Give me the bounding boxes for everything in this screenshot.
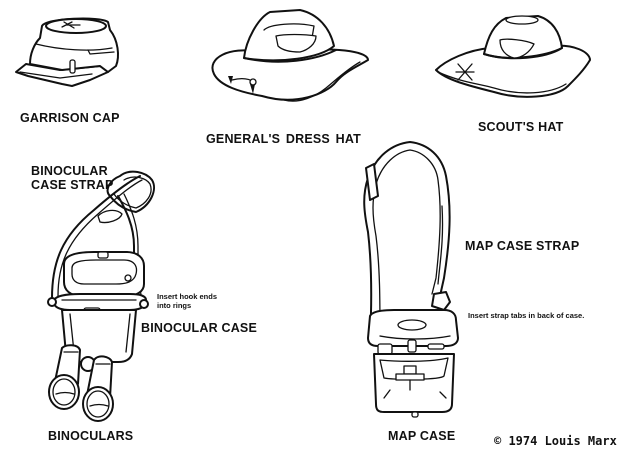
- note-binocular-hook-line2: into rings: [157, 301, 192, 310]
- label-generals-dress-hat: GENERAL'S DRESS HAT: [206, 132, 361, 146]
- note-binocular-hook-line1: Insert hook ends: [157, 292, 218, 301]
- garrison-cap-illustration: [16, 19, 118, 86]
- binocular-case-illustration: [48, 252, 148, 362]
- label-garrison-cap: GARRISON CAP: [20, 111, 120, 125]
- label-binocular-case: BINOCULAR CASE: [141, 321, 257, 335]
- label-binocular-case-strap-line2: CASE STRAP: [31, 178, 114, 192]
- note-map-strap-tabs: Insert strap tabs in back of case.: [468, 311, 585, 320]
- map-case-illustration: [368, 310, 458, 417]
- label-binoculars: BINOCULARS: [48, 429, 134, 443]
- copyright-notice: © 1974 Louis Marx: [494, 434, 617, 448]
- label-scouts-hat: SCOUT'S HAT: [478, 120, 564, 134]
- label-map-case-strap: MAP CASE STRAP: [465, 239, 580, 253]
- map-case-strap-illustration: [364, 142, 450, 340]
- label-binocular-case-strap-line1: BINOCULAR: [31, 164, 108, 178]
- label-map-case: MAP CASE: [388, 429, 456, 443]
- generals-dress-hat-illustration: [212, 10, 368, 101]
- scouts-hat-illustration: [436, 16, 590, 97]
- binoculars-illustration: [49, 345, 113, 421]
